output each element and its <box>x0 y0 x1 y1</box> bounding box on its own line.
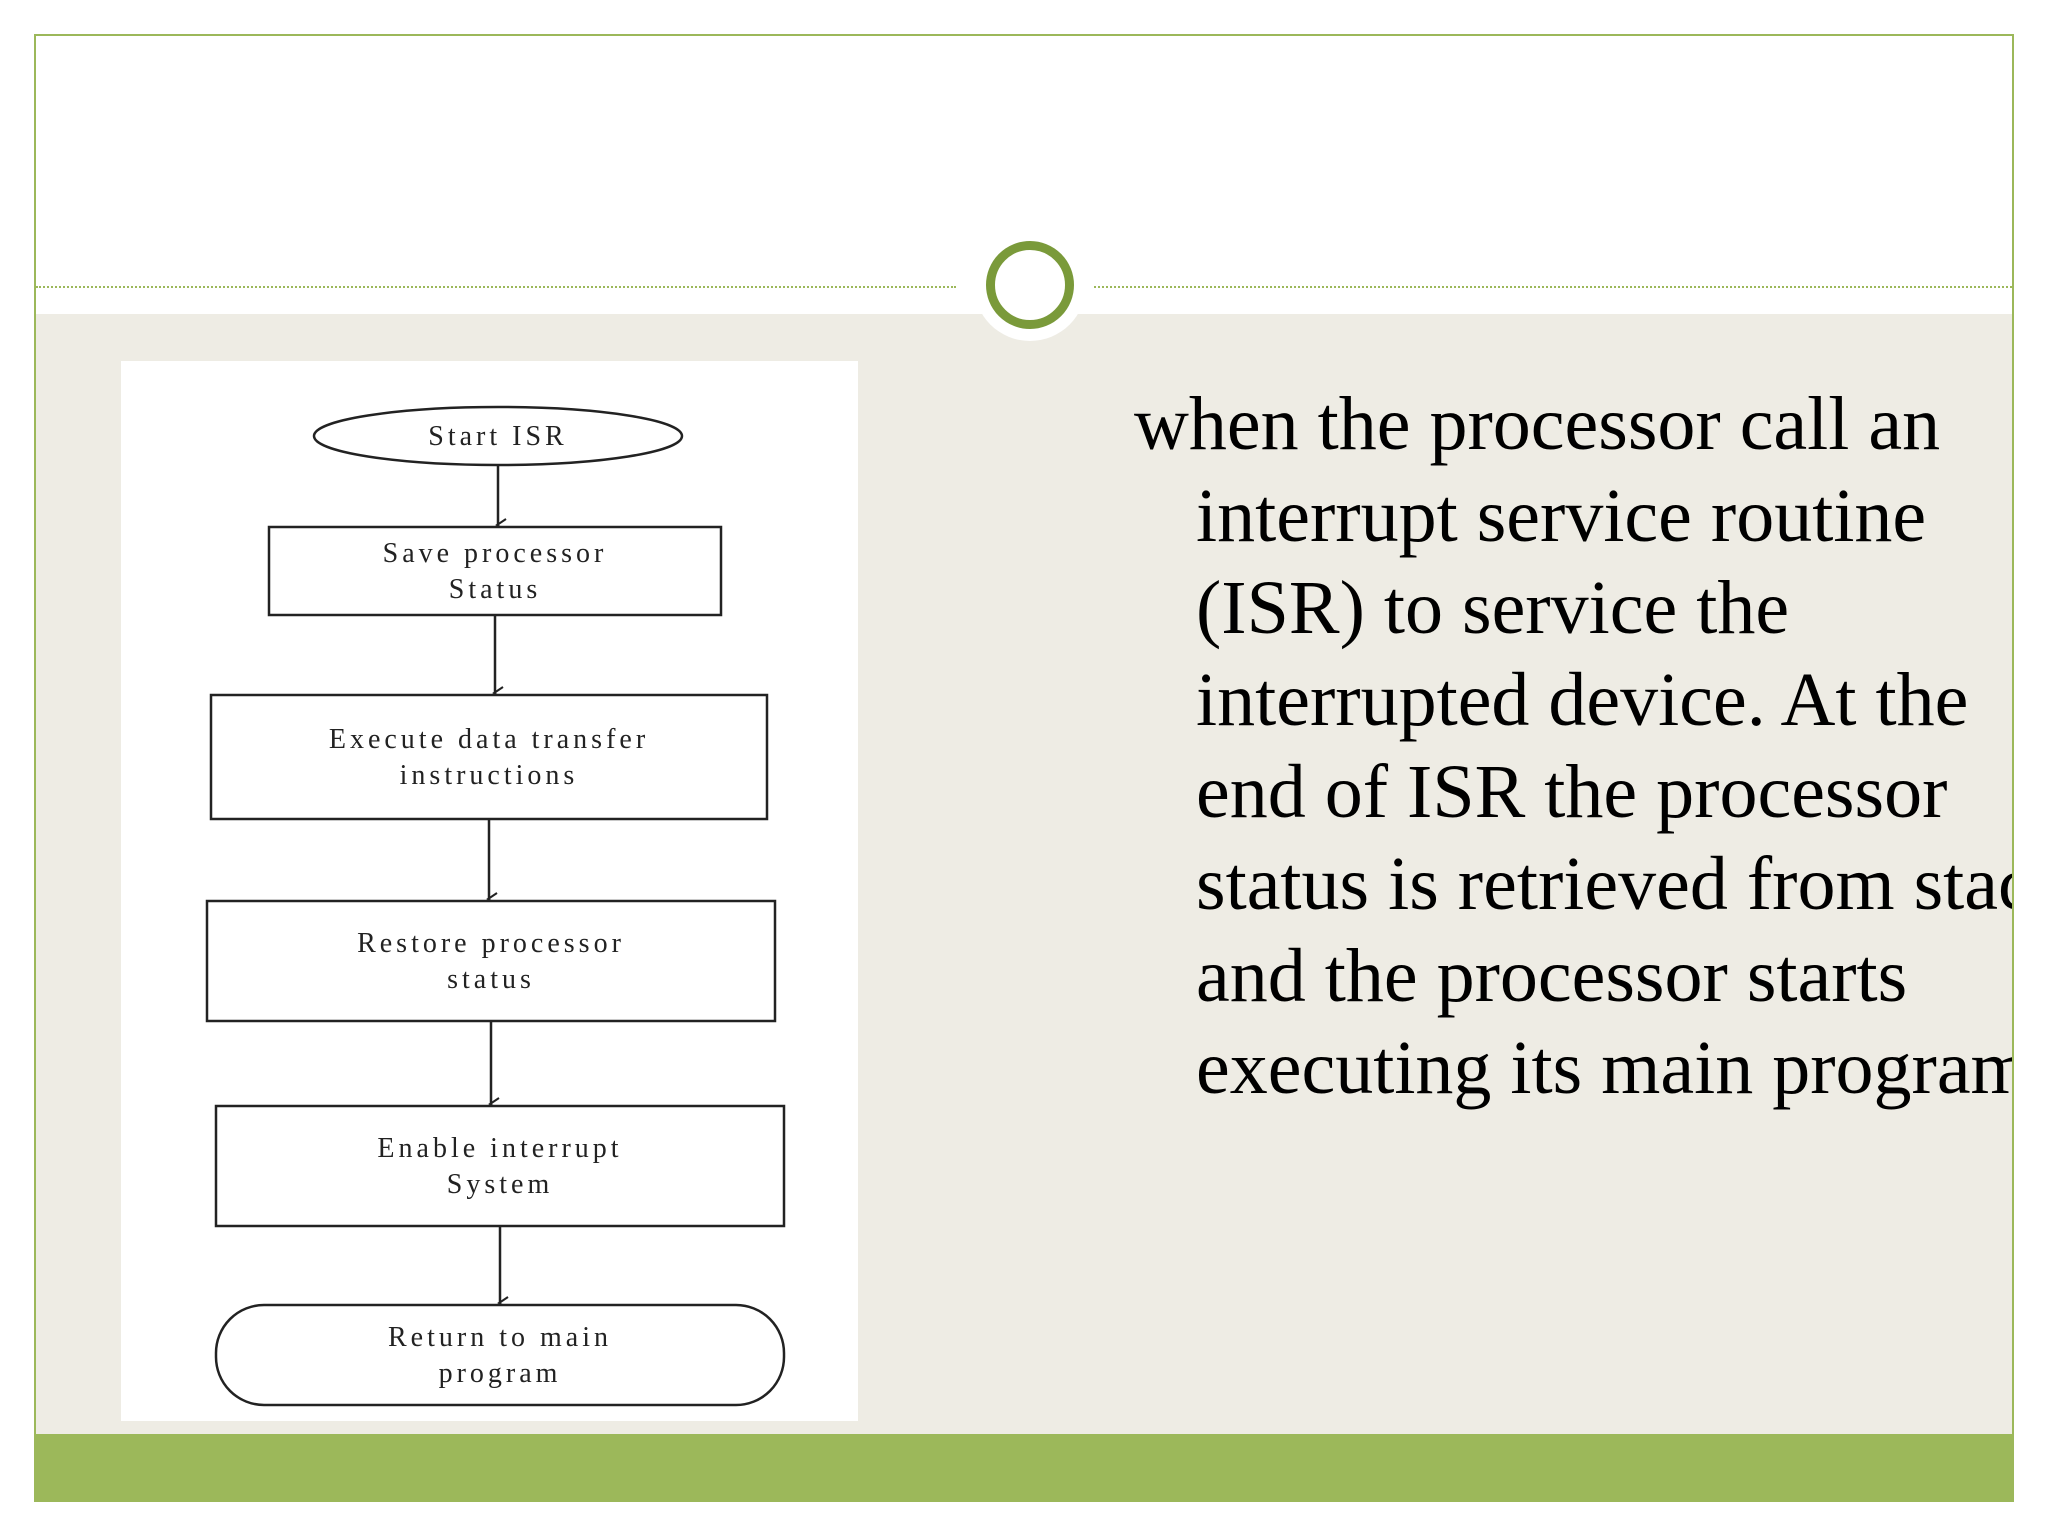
flowchart-node-execute: Execute data transfer instructions <box>209 693 769 821</box>
flowchart-node-label: Enable interrupt <box>377 1133 622 1164</box>
flowchart-node-shape <box>205 899 777 1023</box>
flowchart-node-shape <box>214 1303 786 1407</box>
flowchart-node-start: Start ISR <box>312 405 684 467</box>
flowchart-node-label: Status <box>449 574 541 605</box>
flowchart-node-return: Return to main program <box>214 1303 786 1407</box>
flowchart-node-restore: Restore processor status <box>205 899 777 1023</box>
dotted-divider-left <box>36 286 956 288</box>
flowchart-node-label: Save processor <box>383 538 608 569</box>
flowchart-node-shape <box>209 693 769 821</box>
flowchart-node-label: instructions <box>400 760 579 791</box>
flowchart-edges <box>486 465 509 1310</box>
dotted-divider-right <box>1094 286 2012 288</box>
flowchart-node-label: Execute data transfer <box>329 724 649 755</box>
flowchart-node-label: System <box>447 1169 553 1200</box>
flowchart-node-shape <box>267 525 723 617</box>
bottom-accent-band <box>36 1434 2012 1500</box>
flowchart-node-shape <box>312 405 684 467</box>
flowchart-node-label: program <box>439 1358 562 1389</box>
ring-ornament-icon <box>974 229 1086 341</box>
flowchart-node-label: Start ISR <box>428 421 567 452</box>
slide-body-text: when the processor call an interrupt ser… <box>1134 382 2014 1110</box>
flowchart-node-label: status <box>447 964 535 995</box>
flowchart-node-label: Return to main <box>388 1322 612 1353</box>
flowchart-node-shape <box>214 1104 786 1228</box>
flowchart-node-label: Restore processor <box>357 928 625 959</box>
